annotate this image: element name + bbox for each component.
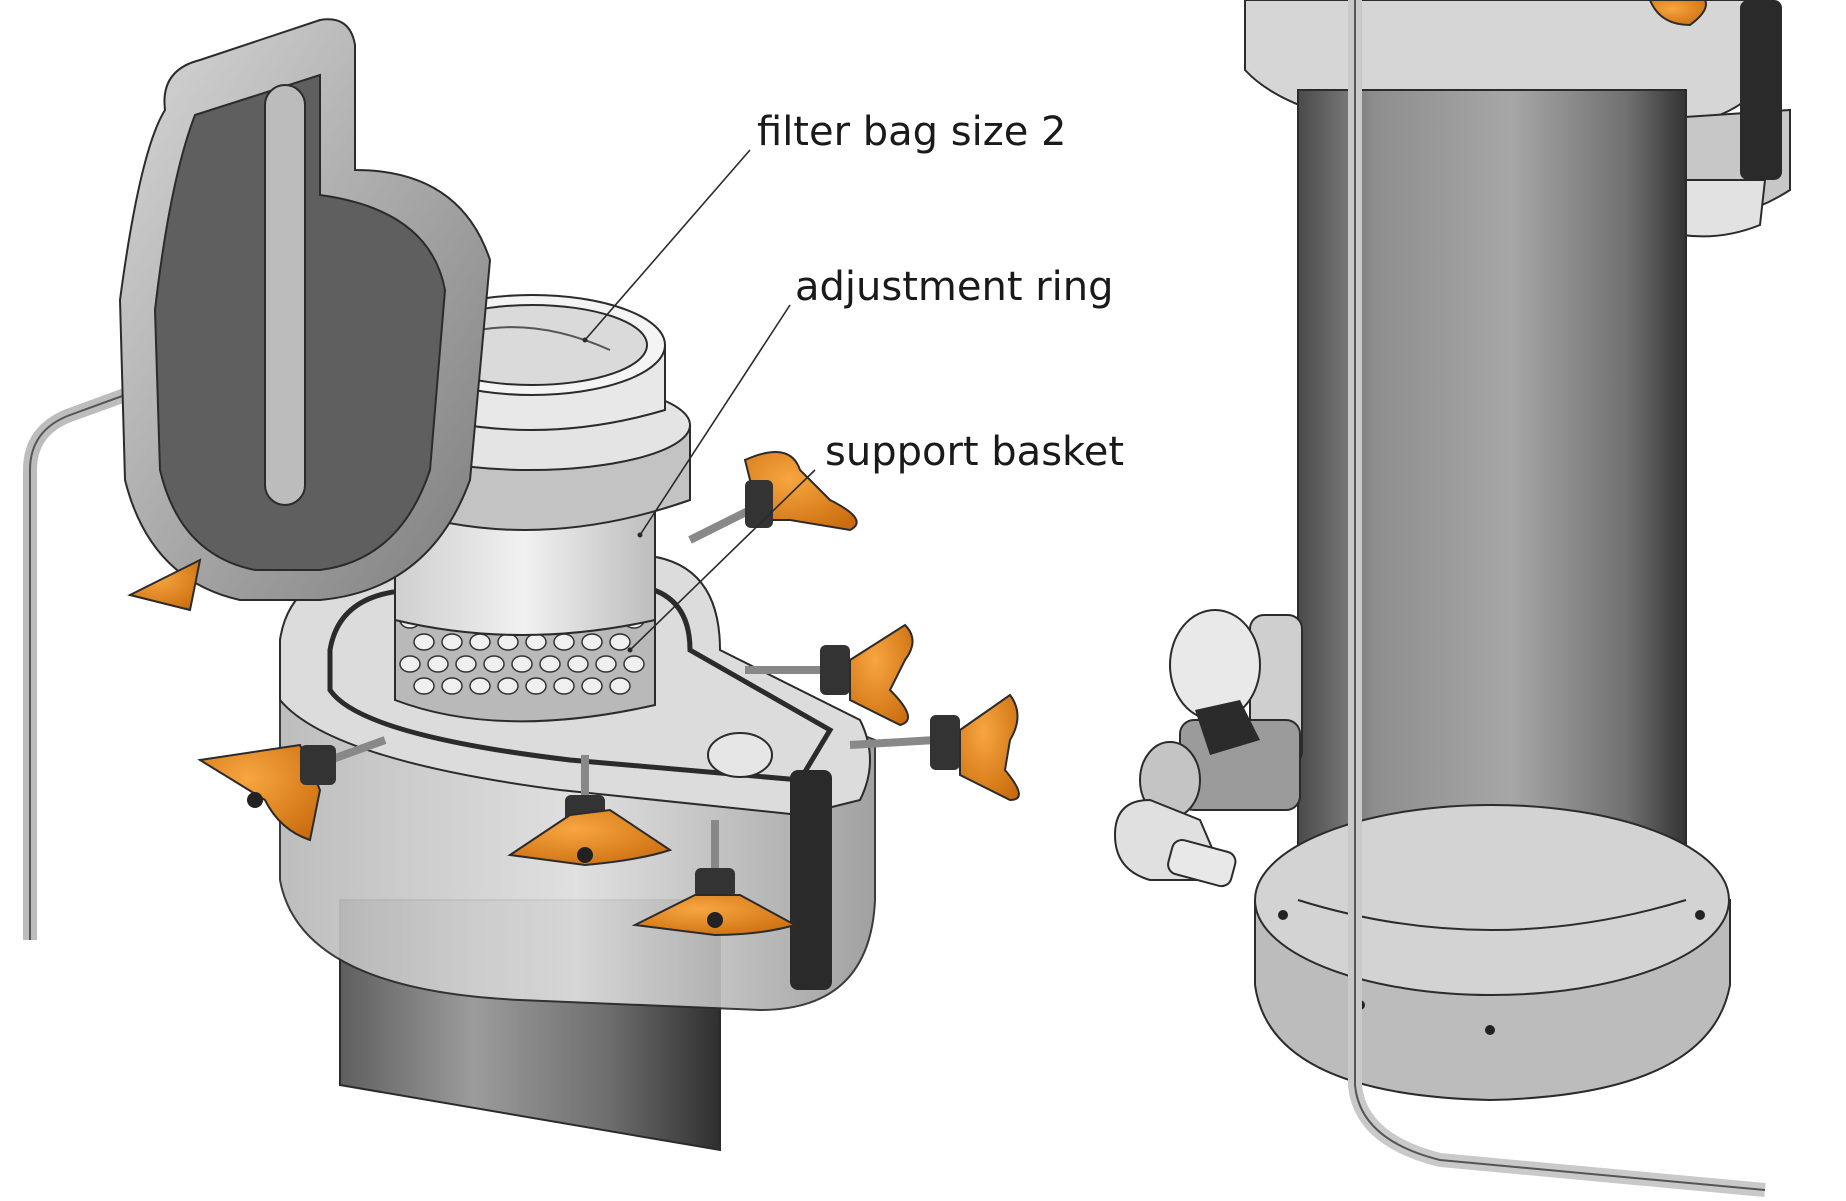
clamp-handle-left-front <box>197 736 387 842</box>
callouts: filter bag size 2 adjustment ring suppor… <box>582 109 1124 653</box>
label-support-basket: support basket <box>825 429 1124 475</box>
basket-hole <box>553 633 575 651</box>
clamp-handle-right-mid <box>745 623 914 727</box>
basket-hole <box>623 655 645 673</box>
basket-hole <box>581 677 603 695</box>
basket-hole <box>483 655 505 673</box>
basket-hole <box>455 655 477 673</box>
clamp-strip <box>790 770 832 990</box>
label-adjustment-ring: adjustment ring <box>795 264 1114 310</box>
basket-hole <box>595 655 617 673</box>
label-filter-bag: filter bag size 2 <box>757 109 1067 155</box>
left-hose <box>23 388 128 940</box>
basket-hole <box>525 633 547 651</box>
right-filter-assembly <box>1113 0 1791 1197</box>
clamp-handle-right-front <box>849 693 1020 802</box>
side-ball-valve <box>1113 609 1303 888</box>
clamp-handle-front-right <box>631 820 798 937</box>
basket-hole <box>469 633 491 651</box>
basket-hole <box>581 633 603 651</box>
basket-hole <box>539 655 561 673</box>
basket-hole <box>609 633 631 651</box>
basket-hole <box>497 677 519 695</box>
basket-hole <box>469 677 491 695</box>
basket-hole <box>497 633 519 651</box>
basket-hole <box>413 677 435 695</box>
clamp-handle-left-back <box>127 558 202 612</box>
basket-hole <box>441 633 463 651</box>
housing-lid <box>118 18 492 601</box>
basket-hole <box>511 655 533 673</box>
left-filter-assembly <box>23 18 1020 1152</box>
leader-support-basket <box>629 469 816 651</box>
basket-hole <box>609 677 631 695</box>
basket-hole <box>525 677 547 695</box>
basket-hole <box>441 677 463 695</box>
right-clamp-strip <box>1740 0 1782 180</box>
basket-hole <box>427 655 449 673</box>
basket-hole <box>567 655 589 673</box>
basket-hole <box>399 655 421 673</box>
leader-filter-bag <box>584 149 751 341</box>
vent-port <box>707 732 773 778</box>
basket-hole <box>413 633 435 651</box>
clamp-handle-front-center <box>507 755 673 867</box>
right-base-flange <box>1254 804 1731 1102</box>
leader-adjustment-ring <box>639 304 791 536</box>
basket-hole <box>553 677 575 695</box>
